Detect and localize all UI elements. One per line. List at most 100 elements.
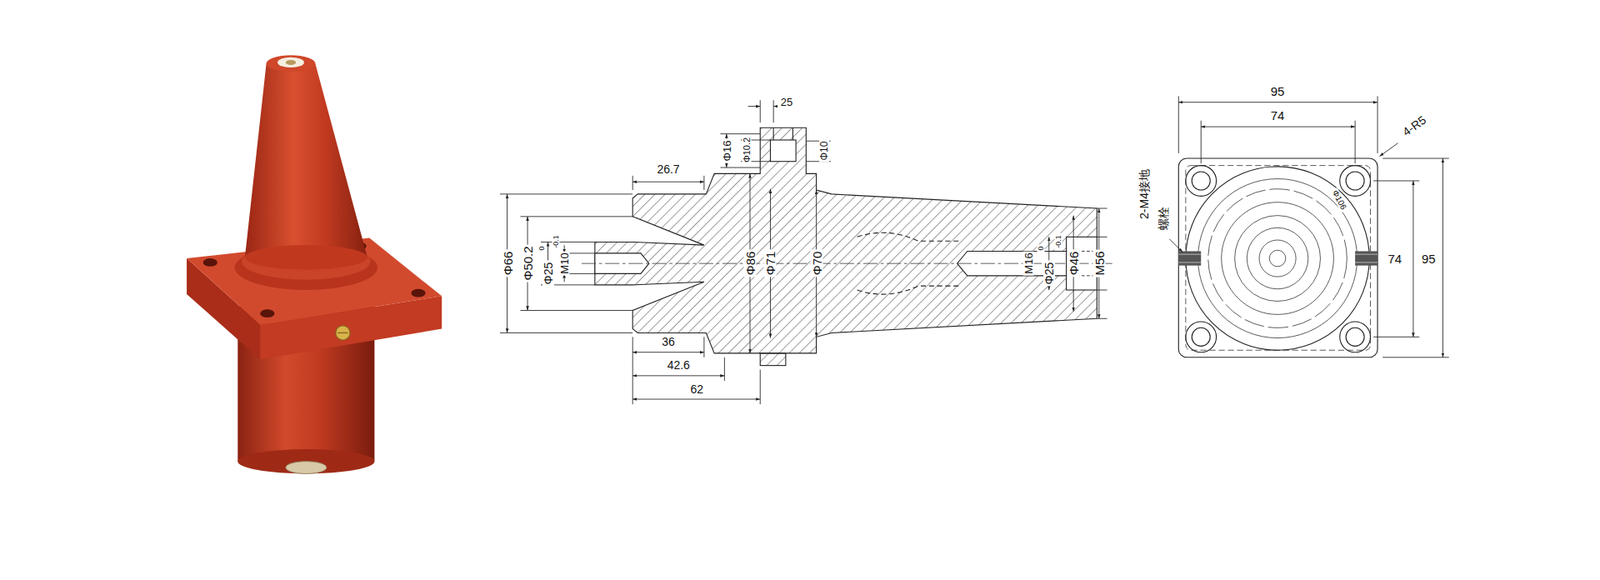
drawing-part xyxy=(857,232,960,241)
dimension-label: Φ50.2 xyxy=(521,244,535,282)
drawing-part xyxy=(277,57,305,68)
drawing-part xyxy=(1200,126,1355,128)
drawing-part xyxy=(1380,143,1399,157)
drawing-part xyxy=(1269,250,1286,267)
drawing-part xyxy=(632,375,725,376)
drawing-part xyxy=(1178,254,1201,255)
tolerance-label: -0.1 xyxy=(1054,233,1062,250)
drawing-part xyxy=(1355,261,1378,263)
drawing-part xyxy=(1259,240,1296,277)
drawing-part xyxy=(1246,227,1308,289)
dimension-label: 95 xyxy=(1420,251,1438,265)
drawing-part xyxy=(703,175,705,190)
dimension-label: M16 xyxy=(1023,250,1035,275)
dimension-label: 74 xyxy=(1269,109,1287,122)
tolerance-label: -0.1 xyxy=(552,233,560,250)
drawing-part xyxy=(748,105,761,107)
drawing-part xyxy=(1355,254,1378,255)
dimension-label: M10 xyxy=(559,250,570,275)
dimension-label: Φ66 xyxy=(500,250,514,278)
drawing-part xyxy=(1178,95,1180,154)
drawing-part xyxy=(1377,95,1379,154)
drawing-part xyxy=(1185,165,1217,197)
drawing-part xyxy=(760,100,761,123)
drawing-part xyxy=(1191,171,1210,190)
dimension-lines xyxy=(500,100,1108,405)
drawing-part xyxy=(1345,171,1365,190)
drawing-part xyxy=(1178,250,1201,265)
dimension-label: Φ25 xyxy=(542,260,555,287)
drawing-part xyxy=(760,353,786,366)
drawing-part xyxy=(1412,180,1414,337)
drawing-part xyxy=(1208,189,1348,329)
drawing-part xyxy=(520,310,633,311)
drawing-part xyxy=(260,309,275,318)
drawing-part xyxy=(1169,239,1183,253)
drawing-part xyxy=(724,357,725,381)
note-label: 2-M4接地 xyxy=(1138,167,1150,221)
note-label: 螺栓 xyxy=(1157,205,1170,232)
drawing-part xyxy=(1185,166,1370,350)
tolerance-label: 0 xyxy=(1036,244,1045,252)
drawing-part xyxy=(1382,356,1450,358)
drawing-part xyxy=(1178,158,1378,358)
drawing-part xyxy=(632,175,634,190)
drawing-part xyxy=(1178,101,1378,103)
dimension-label: M56 xyxy=(1092,249,1105,277)
drawing-part xyxy=(186,238,442,325)
dimension-label: 62 xyxy=(689,383,706,395)
drawing-part xyxy=(1235,215,1321,302)
drawing-part xyxy=(1096,208,1107,210)
drawing-part xyxy=(1442,158,1444,358)
drawing-part xyxy=(773,105,778,107)
dimension-label: 42.6 xyxy=(665,359,692,371)
drawing-part xyxy=(245,245,368,270)
drawing-part xyxy=(285,461,327,475)
end-view-dimensions xyxy=(1169,95,1450,357)
drawing-part xyxy=(1096,318,1107,320)
dimension-label: Φ86 xyxy=(744,250,757,278)
dimension-label: Φ70 xyxy=(810,250,823,278)
dimension-label: 25 xyxy=(779,96,795,108)
dimension-label: 36 xyxy=(660,335,677,348)
dimension-label: 4-R5 xyxy=(1399,112,1430,139)
drawing-part xyxy=(595,127,1097,354)
drawing-part xyxy=(1198,179,1358,339)
drawing-part xyxy=(1340,321,1371,353)
drawing-part xyxy=(237,449,375,474)
drawing-part xyxy=(1178,261,1201,263)
drawing-part xyxy=(520,215,633,217)
drawing-part xyxy=(500,332,633,334)
dimension-label: Φ10.2 xyxy=(742,135,752,165)
drawing-part xyxy=(1096,290,1107,291)
drawing-part xyxy=(1221,202,1335,315)
drawing-part xyxy=(500,193,633,195)
drawing-part xyxy=(1185,165,1371,351)
drawing-part xyxy=(1340,165,1371,197)
drawing-part xyxy=(1345,327,1365,346)
drawing-part xyxy=(773,127,775,140)
end-view xyxy=(1178,158,1378,358)
drawing-part xyxy=(857,285,960,295)
drawing-part xyxy=(632,399,760,400)
drawing-part xyxy=(1185,321,1217,353)
drawing-part xyxy=(1373,180,1420,181)
drawing-part xyxy=(1382,158,1450,160)
drawing-part xyxy=(703,336,705,357)
drawing-part xyxy=(792,127,794,140)
drawing-part xyxy=(335,325,350,340)
dimension-label: Φ46 xyxy=(1067,250,1080,278)
dimension-label: 74 xyxy=(1386,251,1405,265)
drawing-part xyxy=(540,241,595,243)
drawing-part xyxy=(632,336,634,405)
tolerance-label: 0 xyxy=(538,244,546,252)
drawing-part xyxy=(410,289,425,298)
drawing-part xyxy=(1355,250,1378,265)
dimension-label: 26.7 xyxy=(655,163,681,175)
dimension-label: Φ106 xyxy=(1329,187,1348,213)
dimension-label: 95 xyxy=(1269,84,1287,97)
drawing-part xyxy=(245,63,368,258)
